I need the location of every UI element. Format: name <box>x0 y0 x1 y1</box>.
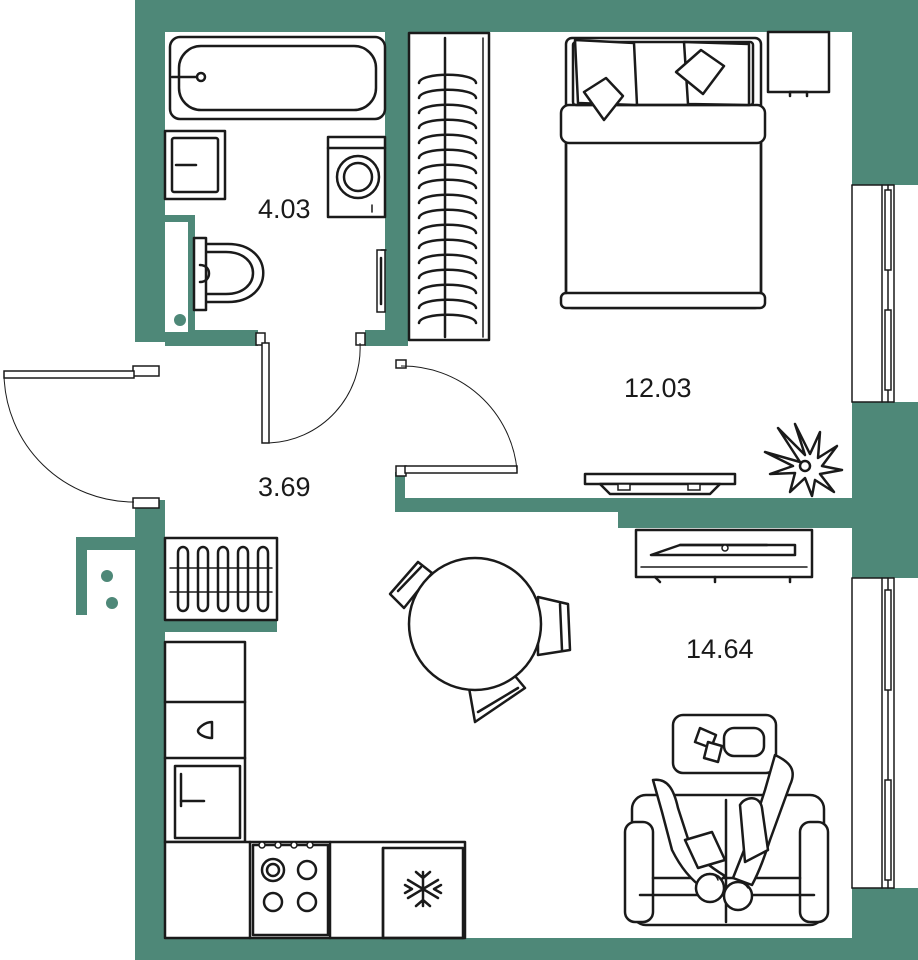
bedroom-wall-stub <box>395 472 405 510</box>
riser-pipe-a <box>101 570 113 582</box>
partition-bathroom-bedroom <box>385 0 408 345</box>
outer-wall-bottom <box>135 938 918 960</box>
outer-wall-left-lower <box>135 500 165 960</box>
bathroom-door[interactable] <box>255 332 366 444</box>
window-bedroom[interactable] <box>851 184 918 403</box>
people-on-sofa <box>651 753 794 912</box>
outer-wall-top <box>135 0 918 32</box>
kitchen-sink <box>173 764 242 840</box>
kitchen-counter-left <box>163 640 247 844</box>
fridge <box>381 846 465 940</box>
bathroom-wall-bottom-right <box>365 330 408 346</box>
radiator-hallway <box>163 536 279 622</box>
riser-pipe-b <box>106 597 118 609</box>
bedroom-area-label: 12.03 <box>624 373 692 403</box>
window-living[interactable] <box>851 577 918 889</box>
towel-rail <box>376 249 387 313</box>
hallway-area-label: 3.69 <box>258 472 311 502</box>
dining-table <box>388 556 572 724</box>
bed <box>559 36 767 310</box>
wardrobe <box>407 31 491 342</box>
nightstand <box>766 30 831 98</box>
tv-stand-bedroom <box>583 472 737 496</box>
bathroom-area-label: 4.03 <box>258 194 311 224</box>
washbasin <box>163 129 227 201</box>
tv-stand-living <box>634 528 814 584</box>
riser-pipe <box>174 314 186 326</box>
stove <box>251 841 330 937</box>
toilet <box>192 236 265 312</box>
kitchen-living-area-label: 14.64 <box>686 634 754 664</box>
outer-wall-right-top <box>852 0 918 185</box>
coffee-table <box>671 713 778 775</box>
plant <box>763 422 844 498</box>
walls <box>76 0 918 960</box>
bedroom-door[interactable] <box>395 359 518 477</box>
wardrobe-wall <box>165 620 277 632</box>
sofa <box>623 793 830 927</box>
bathtub <box>168 35 387 121</box>
outer-wall-right-middle <box>852 402 918 578</box>
washing-machine <box>326 135 387 219</box>
entrance-door[interactable] <box>3 365 160 509</box>
bedroom-wall-bottom-thick <box>618 498 852 528</box>
duct-niche-inner <box>165 222 188 332</box>
outer-wall-right-bottom <box>852 888 918 960</box>
